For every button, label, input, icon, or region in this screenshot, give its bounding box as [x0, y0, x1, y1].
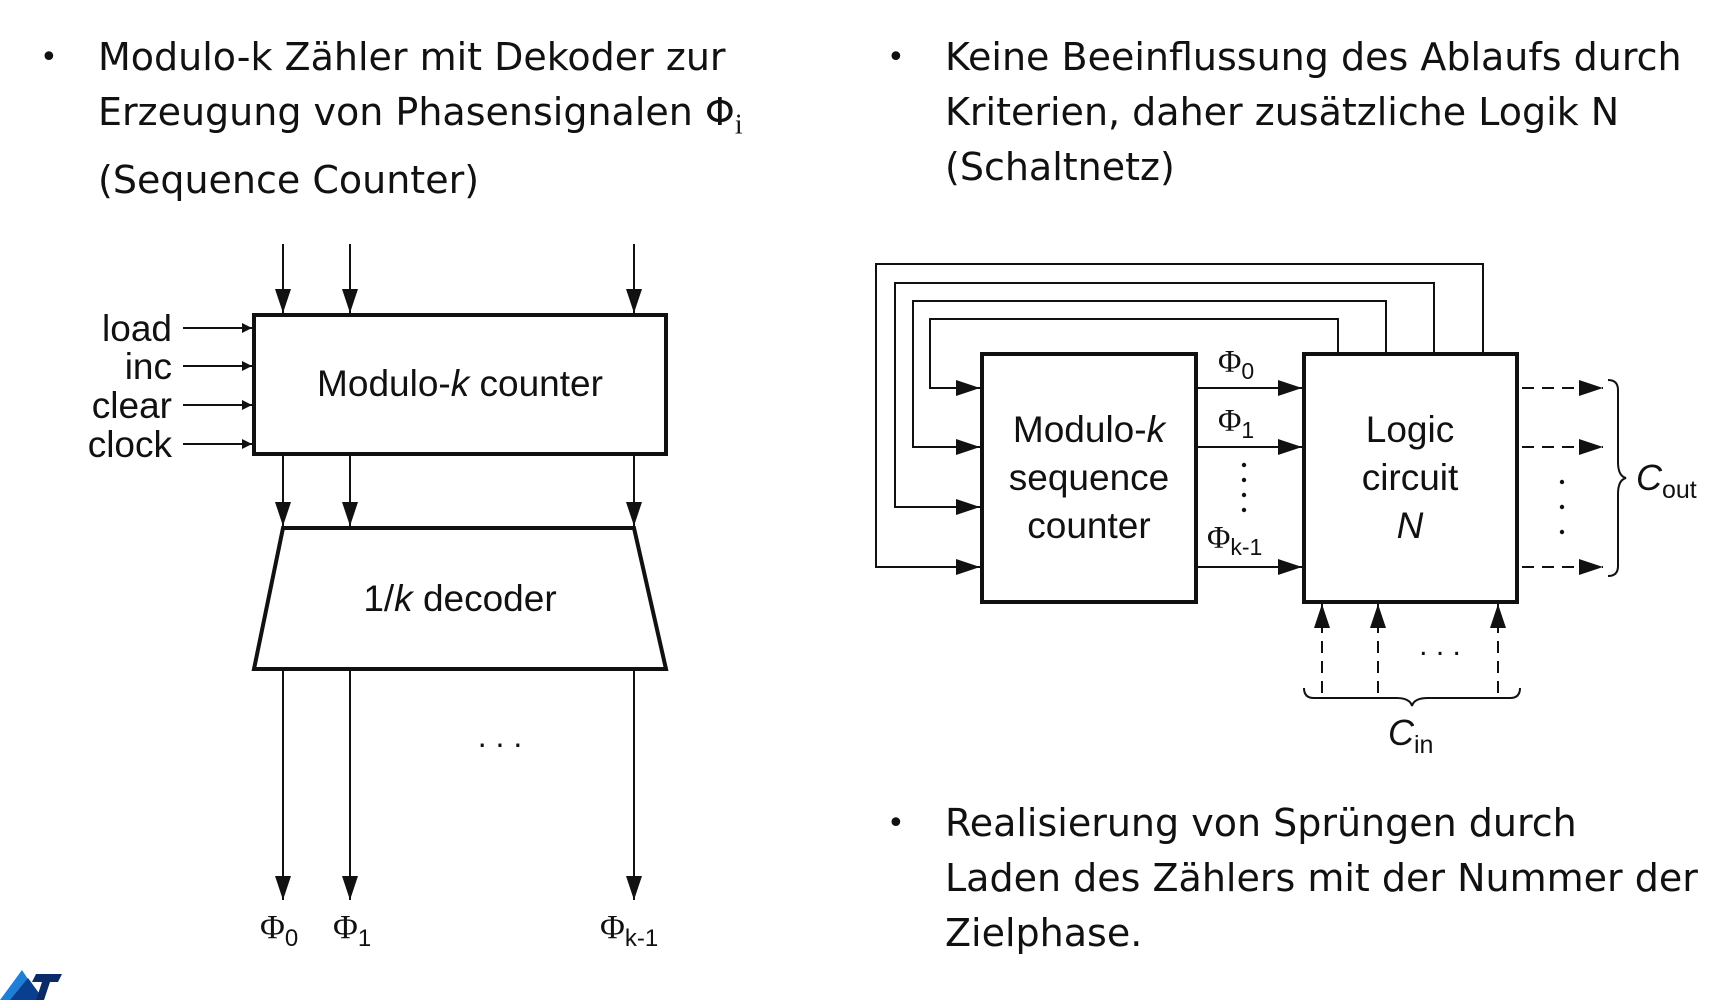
- bullet-left: • Modulo-k Zähler mit Dekoder zur Erzeug…: [40, 30, 743, 208]
- counter-to-decoder-arrows: [275, 456, 642, 526]
- bullet-dot: •: [40, 40, 58, 75]
- input-label-clear: clear: [92, 385, 172, 426]
- outputs-ellipsis: . . .: [478, 718, 522, 754]
- bullet-right-top-line3: (Schaltnetz): [945, 145, 1175, 189]
- feedback-loops: [875, 263, 1484, 575]
- logic-circuit-line2: circuit: [1362, 457, 1459, 498]
- bullet-right-bottom: • Realisierung von Sprüngen durch Laden …: [887, 796, 1698, 961]
- phase-vertical-dots: [1241, 462, 1247, 513]
- bullet-left-line3: (Sequence Counter): [98, 157, 480, 202]
- sequence-counter-line3: counter: [1027, 505, 1150, 546]
- bullet-left-line2-text: Erzeugung von Phasensignalen Φ: [98, 90, 735, 134]
- input-label-clock: clock: [88, 424, 173, 465]
- sequence-counter-line1: Modulo-k: [1013, 409, 1168, 450]
- bullet-dot: •: [887, 40, 905, 75]
- cin-dashed-arrows: [1314, 604, 1506, 693]
- bullet-right-bottom-line1: Realisierung von Sprüngen durch: [945, 801, 1577, 845]
- phase-phi-1: Φ1: [1218, 402, 1254, 443]
- cout-vertical-dots: [1559, 479, 1565, 535]
- bullet-dot: •: [887, 806, 905, 841]
- counter-top-inputs: [275, 244, 642, 313]
- bullet-left-line2: Erzeugung von Phasensignalen Φi: [98, 85, 743, 153]
- decoder-label: 1/k decoder: [363, 578, 556, 619]
- decoder-box: [251, 526, 669, 671]
- modulo-k-counter-box: [252, 313, 668, 456]
- cout-label: Cout: [1636, 457, 1697, 504]
- sequence-counter-box: [980, 352, 1198, 604]
- bullet-left-line1: Modulo-k Zähler mit Dekoder zur: [98, 35, 726, 79]
- bullet-right-bottom-line3: Zielphase.: [945, 911, 1143, 955]
- phase-arrows: [1198, 380, 1302, 575]
- input-label-load: load: [102, 308, 172, 349]
- cout-dashed-arrows: [1522, 380, 1603, 575]
- bullet-right-top-line1: Keine Beeinflussung des Ablaufs durch: [945, 35, 1682, 79]
- logic-circuit-line1: Logic: [1366, 409, 1454, 450]
- institute-logo: [0, 970, 62, 1000]
- bullet-right-top: • Keine Beeinflussung des Ablaufs durch …: [887, 30, 1682, 195]
- output-phi-0: Φ0: [260, 909, 298, 952]
- phase-phi-0: Φ0: [1218, 343, 1254, 384]
- phase-phi-k-1: Φk-1: [1207, 519, 1262, 560]
- sequence-counter-line2: sequence: [1009, 457, 1169, 498]
- bullet-right-top-line2: Kriterien, daher zusätzliche Logik N: [945, 90, 1620, 134]
- modulo-k-counter-label: Modulo-k counter: [317, 363, 603, 404]
- cin-dots: . . .: [1419, 629, 1461, 662]
- cin-brace: [1303, 687, 1521, 707]
- logic-circuit-box: [1302, 352, 1519, 604]
- input-label-inc: inc: [125, 346, 172, 387]
- counter-side-inputs: [183, 323, 252, 449]
- left-diagram: Modulo-k counter load inc clear clock 1/…: [88, 244, 669, 952]
- decoder-output-arrows: [275, 671, 642, 900]
- logic-circuit-line3: N: [1397, 505, 1424, 546]
- bullet-left-line2-sub: i: [734, 109, 743, 141]
- output-phi-k-1: Φk-1: [600, 909, 658, 952]
- cin-label: Cin: [1388, 712, 1433, 759]
- bullet-right-bottom-line2: Laden des Zählers mit der Nummer der: [945, 856, 1698, 900]
- right-diagram: Modulo-k sequence counter Logic circuit …: [875, 263, 1697, 759]
- output-phi-1: Φ1: [333, 909, 371, 952]
- cout-brace: [1607, 379, 1627, 577]
